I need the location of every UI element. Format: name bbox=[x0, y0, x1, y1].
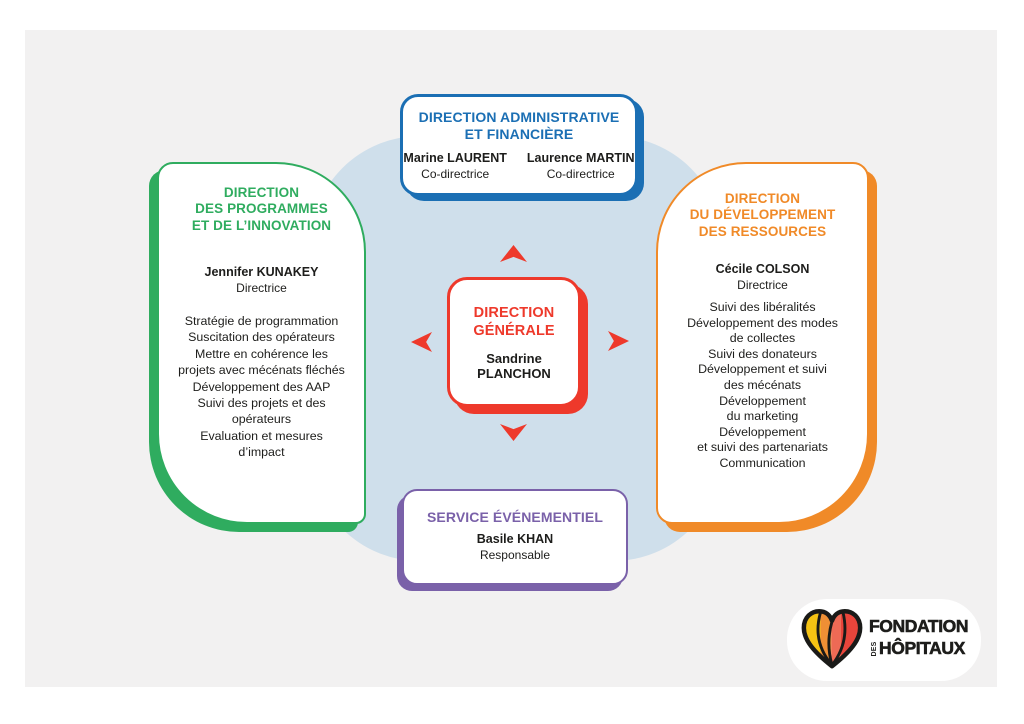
service-evenementiel-box: SERVICE ÉVÉNEMENTIEL Basile KHAN Respons… bbox=[402, 489, 628, 585]
list-item: Suivi des libéralités bbox=[709, 300, 816, 315]
box-title-line: DES PROGRAMMES bbox=[195, 201, 328, 217]
box-title: DIRECTION DU DÉVELOPPEMENT DES RESSOURCE… bbox=[658, 191, 867, 240]
logo-wordmark: FONDATION DES HÔPITAUX bbox=[869, 616, 969, 659]
list-item: Développement des modes bbox=[687, 315, 838, 330]
list-item: du marketing bbox=[726, 409, 799, 424]
list-item: Suivi des donateurs bbox=[708, 346, 817, 361]
list-item: Communication bbox=[719, 455, 806, 470]
box-title-line: DIRECTION ADMINISTRATIVE bbox=[418, 109, 620, 125]
person: Basile KHAN Responsable bbox=[404, 532, 626, 563]
box-title-line: DES RESSOURCES bbox=[698, 223, 827, 239]
list-item: Développement des AAP bbox=[192, 379, 331, 394]
person-role: Responsable bbox=[479, 547, 551, 562]
heart-petal bbox=[820, 611, 832, 667]
box-title-line: ET DE L’INNOVATION bbox=[191, 217, 332, 233]
person-name-line: Sandrine bbox=[486, 351, 542, 367]
heart-petal bbox=[831, 611, 841, 667]
person-name: Marine LAURENT bbox=[403, 151, 507, 166]
box-title-line: DIRECTION bbox=[223, 185, 300, 200]
list-item: projets avec mécénats fléchés bbox=[178, 363, 345, 378]
missions-list: Stratégie de programmation Suscitation d… bbox=[159, 313, 364, 461]
logo-line2: DES HÔPITAUX bbox=[869, 638, 968, 659]
person: Laurence MARTIN Co-directrice bbox=[527, 151, 635, 182]
missions-list: Suivi des libéralités Développement des … bbox=[658, 300, 867, 472]
list-item: Evaluation et mesures bbox=[200, 428, 323, 443]
person: Jennifer KUNAKEY Directrice bbox=[159, 265, 364, 296]
co-directors: Marine LAURENT Co-directrice Laurence MA… bbox=[403, 151, 635, 182]
list-item: des mécénats bbox=[723, 378, 802, 392]
box-title-line: GÉNÉRALE bbox=[473, 322, 555, 339]
box-title-line: DIRECTION bbox=[473, 305, 555, 321]
list-item: et suivi des partenariats bbox=[697, 440, 828, 455]
direction-developpement-ressources-box: DIRECTION DU DÉVELOPPEMENT DES RESSOURCE… bbox=[656, 162, 869, 524]
list-item: Suivi des projets et des bbox=[197, 396, 326, 411]
direction-administrative-box: DIRECTION ADMINISTRATIVE ET FINANCIÈRE M… bbox=[400, 94, 638, 196]
person-name: Sandrine PLANCHON bbox=[450, 351, 578, 381]
fondation-des-hopitaux-logo: FONDATION DES HÔPITAUX bbox=[787, 599, 981, 681]
box-title: DIRECTION ADMINISTRATIVE ET FINANCIÈRE bbox=[403, 109, 635, 143]
heart-balloon-icon bbox=[801, 608, 863, 669]
box-title-line: DIRECTION bbox=[724, 191, 801, 206]
direction-generale-box: DIRECTION GÉNÉRALE Sandrine PLANCHON bbox=[447, 277, 581, 407]
person-name: Jennifer KUNAKEY bbox=[204, 265, 319, 280]
heart-petal bbox=[803, 611, 821, 667]
list-item: de collectes bbox=[729, 331, 796, 346]
person-role: Directrice bbox=[236, 281, 287, 296]
list-item: d’impact bbox=[238, 445, 285, 460]
list-item: Mettre en cohérence les bbox=[195, 346, 328, 361]
person-role: Co-directrice bbox=[546, 166, 615, 181]
box-title-line: ET FINANCIÈRE bbox=[464, 126, 574, 143]
list-item: Développement et suivi bbox=[698, 362, 827, 377]
list-item: opérateurs bbox=[231, 412, 292, 427]
logo-line1: FONDATION bbox=[869, 616, 969, 637]
person-role: Directrice bbox=[737, 278, 788, 293]
logo-des-vertical: DES bbox=[870, 641, 878, 656]
box-title: SERVICE ÉVÉNEMENTIEL bbox=[426, 509, 603, 525]
person-name: Laurence MARTIN bbox=[526, 151, 635, 166]
direction-programmes-box: DIRECTION DES PROGRAMMES ET DE L’INNOVAT… bbox=[157, 162, 366, 524]
person-name: Cécile COLSON bbox=[715, 262, 810, 277]
box-title: DIRECTION DES PROGRAMMES ET DE L’INNOVAT… bbox=[159, 185, 364, 234]
box-title: DIRECTION GÉNÉRALE bbox=[450, 305, 578, 340]
list-item: Développement bbox=[719, 393, 806, 408]
person: Cécile COLSON Directrice bbox=[658, 262, 867, 293]
logo-hopitaux: HÔPITAUX bbox=[879, 638, 966, 659]
person-role: Co-directrice bbox=[421, 166, 490, 181]
box-title-line: DU DÉVELOPPEMENT bbox=[689, 207, 836, 223]
person: Marine LAURENT Co-directrice bbox=[403, 151, 506, 182]
list-item: Développement bbox=[719, 424, 806, 439]
list-item: Suscitation des opérateurs bbox=[188, 330, 335, 345]
person-name-line: PLANCHON bbox=[477, 366, 551, 382]
list-item: Stratégie de programmation bbox=[184, 314, 339, 329]
person-name: Basile KHAN bbox=[476, 532, 554, 547]
